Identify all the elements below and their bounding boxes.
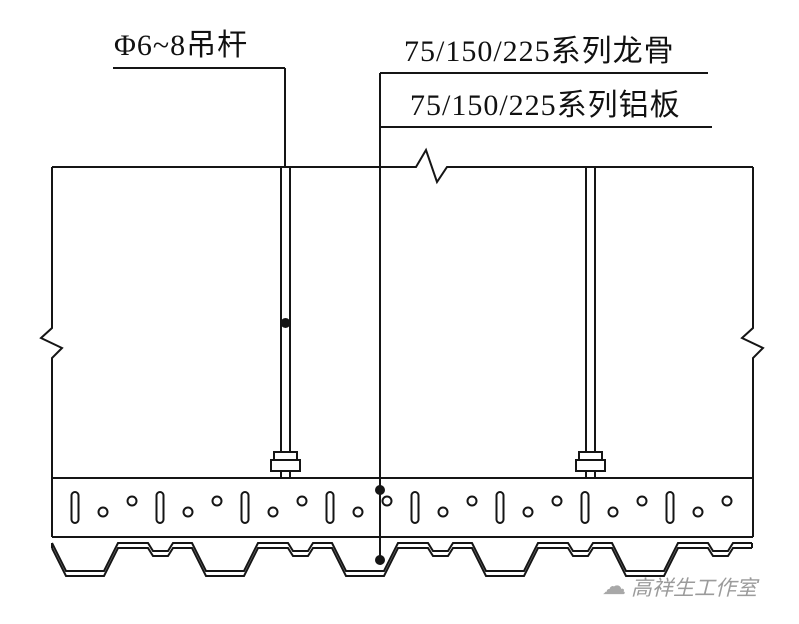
- hanger-rod-right: [575, 167, 606, 478]
- keel-channel: [52, 477, 753, 538]
- panel-pointer-dot: [375, 555, 385, 565]
- keel-perforations: [70, 491, 733, 524]
- hanger-rod-left: [270, 167, 301, 478]
- cloud-logo-icon: ☁: [602, 574, 626, 600]
- studio-watermark: ☁ 高祥生工作室: [602, 572, 757, 602]
- label-hanger-rod: Φ6~8吊杆: [114, 29, 249, 62]
- rod-connection-dot: [280, 318, 291, 328]
- studio-name-text: 高祥生工作室: [631, 576, 757, 600]
- leader-lines: [113, 67, 712, 560]
- keel-pointer-dot: [375, 485, 385, 495]
- label-aluminum-panel-series: 75/150/225系列铝板: [410, 89, 681, 122]
- label-keel-series: 75/150/225系列龙骨: [404, 35, 675, 68]
- aluminum-panel-profile: [51, 542, 753, 577]
- ceiling-plenum-outline: [39, 147, 765, 537]
